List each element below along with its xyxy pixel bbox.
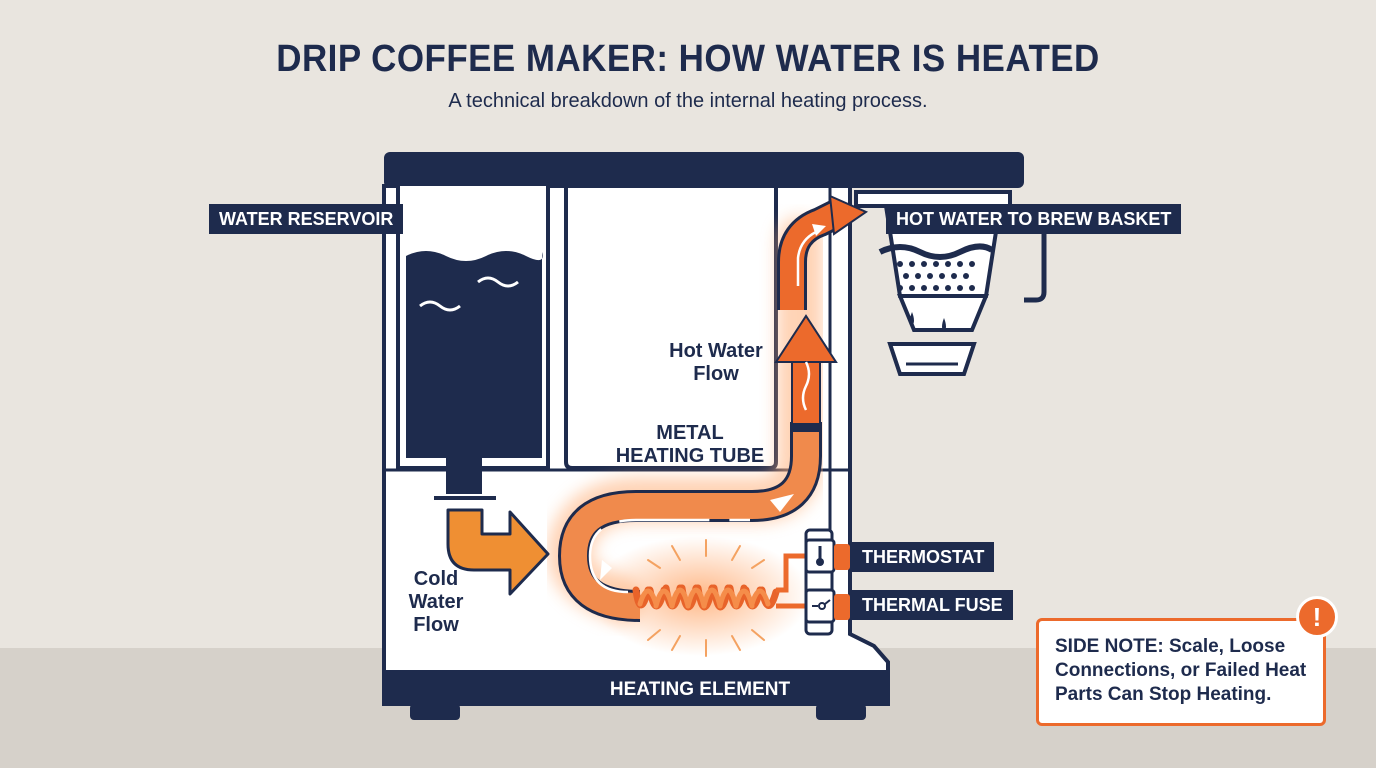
label-hot-water-to-brew-basket: HOT WATER TO BREW BASKET (886, 204, 1182, 234)
hot-water-riser (774, 194, 869, 425)
label-hot-water-flow: Hot Water Flow (669, 340, 763, 385)
thermometer-icon (816, 546, 824, 566)
label-thermal-fuse: THERMAL FUSE (852, 590, 1013, 620)
exclamation-icon: ! (1296, 596, 1338, 638)
page-subtitle: A technical breakdown of the internal he… (448, 90, 928, 112)
middle-compartment (564, 186, 778, 470)
side-note-text: Scale, Loose Connections, or Failed Heat… (1055, 636, 1307, 705)
label-metal-heating-tube: METAL HEATING TUBE (615, 422, 765, 467)
label-thermostat: THERMOSTAT (852, 542, 995, 572)
label-cold-water-flow: Cold Water Flow (408, 568, 464, 636)
label-water-reservoir: WATER RESERVOIR (209, 204, 404, 234)
heating-coil (632, 539, 780, 657)
side-note-heading: SIDE NOTE: (1055, 636, 1164, 657)
thermostat (776, 538, 850, 593)
page-title: DRIP COFFEE MAKER: HOW WATER IS HEATED (276, 38, 1100, 80)
cold-water-arrow (446, 508, 550, 596)
hot-water-arrow-out (828, 194, 869, 236)
fuse-icon (812, 599, 831, 610)
label-heating-element: HEATING ELEMENT (609, 679, 791, 700)
thermal-fuse (776, 588, 850, 624)
side-note: SIDE NOTE: Scale, Loose Connections, or … (1036, 618, 1326, 726)
metal-heating-tube (557, 422, 822, 622)
water-reservoir (396, 186, 550, 500)
